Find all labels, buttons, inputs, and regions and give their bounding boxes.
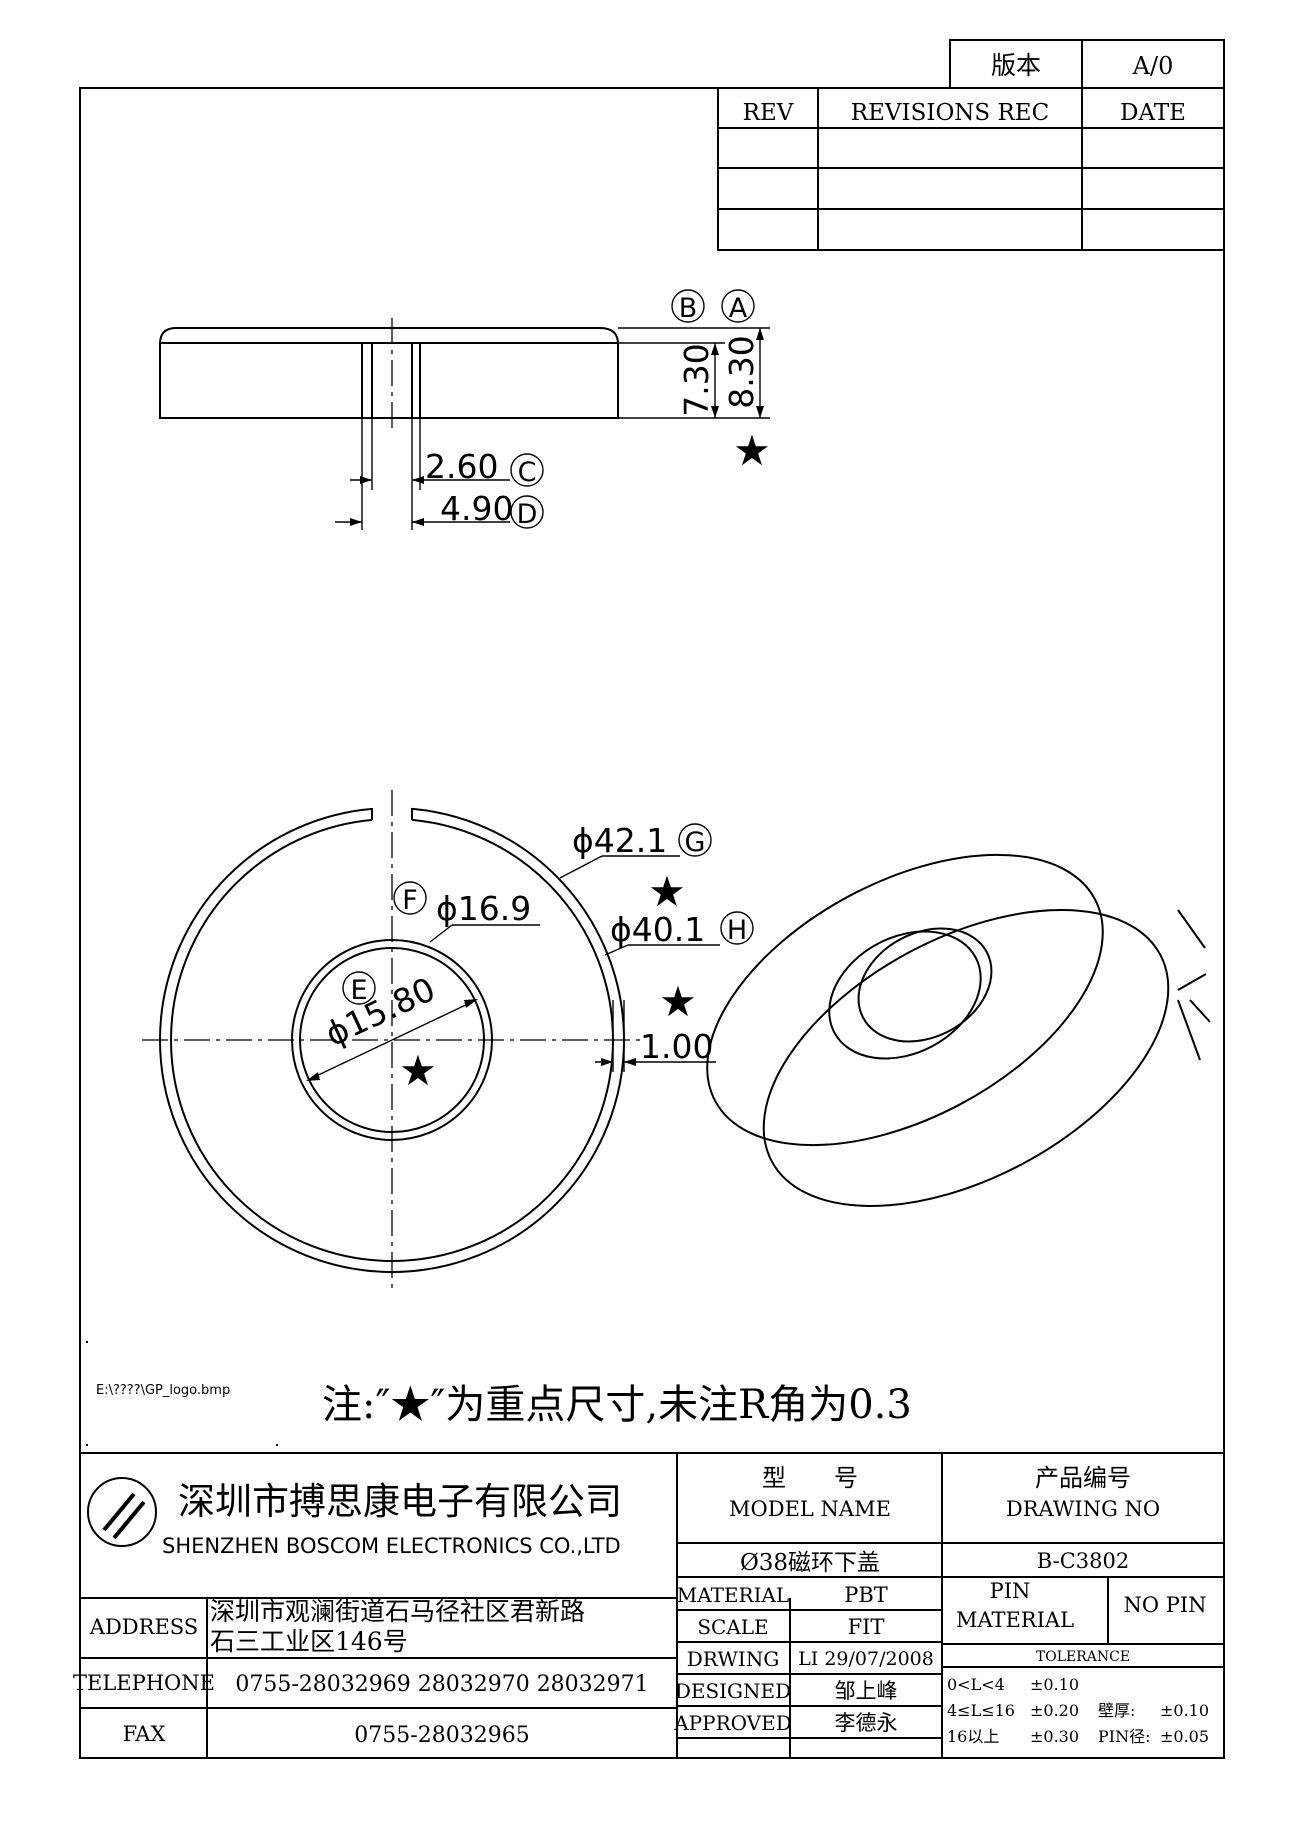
front-view: ϕ15.80 E ★ ϕ16.9 F ϕ42.1 G ★ ϕ40.1 H ★ 1… — [142, 790, 754, 1290]
address-line2: 石三工业区146号 — [210, 1627, 408, 1656]
scale-label: SCALE — [697, 1615, 768, 1639]
label-f: F — [402, 885, 418, 916]
fax-label: FAX — [123, 1722, 166, 1746]
drawing-label: DRWING — [687, 1647, 780, 1671]
tolerance-extra-value: ±0.05 — [1160, 1727, 1209, 1746]
drawing-no-label-en: DRAWING NO — [1006, 1497, 1160, 1521]
date-header: DATE — [1120, 100, 1186, 126]
dim-inner-e: ϕ15.80 — [319, 969, 441, 1053]
drawing-border — [79, 87, 1225, 1759]
dim-wall: 1.00 — [640, 1027, 713, 1066]
approved-label: APPROVED — [673, 1711, 792, 1735]
label-e: E — [350, 975, 367, 1006]
material-label: MATERIAL — [677, 1583, 789, 1607]
dim-inner-f: ϕ16.9 — [436, 889, 531, 928]
address-label: ADDRESS — [89, 1615, 198, 1639]
dim-height-a: 8.30 — [722, 335, 761, 408]
label-e-circle — [342, 971, 376, 1005]
drawing-no-label-cn: 产品编号 — [1035, 1464, 1131, 1492]
title-block: 深圳市搏思康电子有限公司 SHENZHEN BOSCOM ELECTRONICS… — [73, 1452, 1224, 1758]
key-dim-star: ★ — [733, 426, 771, 475]
label-g: G — [685, 827, 706, 858]
label-d: D — [517, 499, 538, 530]
telephone-label: TELEPHONE — [73, 1671, 215, 1695]
approved-value: 李德永 — [835, 1711, 898, 1735]
version-value: A/0 — [1132, 52, 1174, 80]
designed-label: DESIGNED — [675, 1679, 791, 1703]
revision-block: 版本 A/0 REV REVISIONS REC DATE — [717, 39, 1225, 251]
key-dim-star: ★ — [648, 867, 686, 916]
tolerance-range: 4≤L≤16 — [947, 1701, 1015, 1720]
model-label-cn: 型 号 — [762, 1464, 858, 1492]
model-value: Ø38磁环下盖 — [740, 1550, 880, 1576]
side-view: 2.60 C 4.90 D 7.30 8.30 B A ★ — [159, 289, 771, 530]
dim-slot-c: 2.60 — [425, 447, 498, 486]
label-a-circle — [721, 289, 755, 323]
drawing-value: LI 29/07/2008 — [798, 1648, 934, 1670]
label-g-circle — [678, 823, 712, 857]
label-c: C — [518, 457, 537, 488]
tolerance-value: ±0.30 — [1030, 1727, 1079, 1746]
label-a: A — [729, 293, 748, 324]
label-f-circle — [393, 881, 427, 915]
dim-slot-d: 4.90 — [440, 489, 513, 528]
telephone-value: 0755-28032969 28032970 28032971 — [235, 1672, 648, 1697]
model-label-en: MODEL NAME — [729, 1497, 891, 1521]
fax-value: 0755-28032965 — [354, 1723, 529, 1748]
scale-value: FIT — [848, 1615, 885, 1639]
address-line1: 深圳市观澜街道石马径社区君新路 — [210, 1597, 585, 1626]
dim-outer-g: ϕ42.1 — [572, 821, 667, 860]
pin-material-label-1: PIN — [990, 1579, 1031, 1603]
company-logo — [87, 1477, 157, 1547]
logo-path-text: E:\????\GP_logo.bmp — [96, 1383, 230, 1398]
label-c-circle — [510, 453, 544, 487]
key-dim-star: ★ — [659, 977, 697, 1026]
tolerance-value: ±0.20 — [1030, 1701, 1079, 1720]
pin-material-value: NO PIN — [1123, 1593, 1206, 1617]
label-b: B — [679, 293, 698, 324]
key-dim-star: ★ — [399, 1046, 437, 1095]
tolerance-value: ±0.10 — [1030, 1675, 1079, 1694]
label-d-circle — [510, 495, 544, 529]
company-name-cn: 深圳市搏思康电子有限公司 — [178, 1480, 622, 1523]
label-h-circle — [720, 911, 754, 945]
note-text: 注:″★″为重点尺寸,未注R角为0.3 — [322, 1382, 912, 1428]
tolerance-extra-label: PIN径: — [1098, 1727, 1150, 1746]
material-value: PBT — [844, 1583, 888, 1607]
drawing-no-value: B-C3802 — [1037, 1549, 1129, 1573]
revisions-rec-header: REVISIONS REC — [851, 100, 1049, 126]
version-label: 版本 — [991, 51, 1041, 80]
tolerance-range: 0<L<4 — [947, 1675, 1005, 1694]
tolerance-extra-label: 壁厚: — [1098, 1701, 1135, 1720]
isometric-view — [706, 853, 1211, 1207]
rev-header: REV — [743, 100, 794, 126]
tolerance-range: 16以上 — [947, 1727, 999, 1746]
dim-height-b: 7.30 — [677, 343, 716, 416]
pin-material-label-2: MATERIAL — [956, 1608, 1074, 1632]
tolerance-extra-value: ±0.10 — [1160, 1701, 1209, 1720]
dim-outer-h: ϕ40.1 — [610, 910, 705, 949]
company-name-en: SHENZHEN BOSCOM ELECTRONICS CO.,LTD — [162, 1534, 621, 1558]
label-b-circle — [671, 289, 705, 323]
designed-value: 邹上峰 — [835, 1679, 898, 1703]
tolerance-label: TOLERANCE — [1036, 1649, 1130, 1665]
label-h: H — [727, 915, 747, 946]
